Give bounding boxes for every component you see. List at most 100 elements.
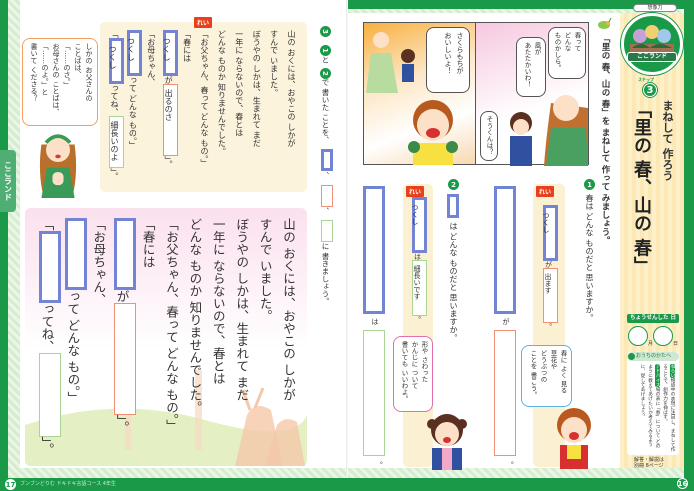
q2-subject-input[interactable] (363, 186, 385, 314)
bird-icon (598, 18, 612, 29)
particle: が (502, 318, 510, 326)
subject-input-box[interactable] (38, 230, 61, 303)
bubble-line: そうくんは？ (485, 116, 493, 155)
answers-note: 解答・解説は別冊 8ページ (634, 457, 664, 469)
boy-illustration (557, 408, 591, 469)
page-frame-right-green (684, 0, 694, 491)
bubble-line: どんな (563, 32, 571, 52)
description-input-box[interactable] (38, 352, 61, 437)
story-line: 「お父ちゃん、春って どんな もの。」 (199, 30, 209, 168)
manga-bubble-soukun: そうくんは？ (480, 111, 498, 161)
story-line: 山の おくには、おやこの しかが (281, 218, 296, 401)
goddess-illustration (39, 134, 77, 198)
parents-title-text: おうちのかたへ (636, 353, 672, 359)
story-line: 「春には (140, 218, 156, 268)
bubble-line: 書いて くださる？ (30, 43, 38, 102)
bubble-line: さくらもちが (456, 32, 464, 74)
aim-label: ねらい (670, 364, 675, 378)
bubble-line: あたたかいわ！ (523, 42, 531, 88)
page-frame-top-green (347, 0, 694, 9)
manga-bubble-kaze: 風があたたかいわ！ (516, 37, 546, 97)
subject-input-box[interactable] (64, 218, 87, 290)
emblem-label: ここランド (627, 52, 677, 62)
comma: 、 (321, 206, 330, 215)
q2-example-tag: れい (406, 186, 425, 197)
q1-predicate-input[interactable] (494, 330, 516, 456)
advice-text: 場の表に「春」について どのように教えてあげたいか考えてみるように、促してあげま… (640, 364, 660, 449)
story-line: 一年に ならないので、春とは (210, 218, 226, 385)
particle: は (371, 318, 379, 326)
period: 。 (511, 457, 518, 465)
bubble-line: おいしいよ！ (444, 32, 452, 74)
story-line: 「お父ちゃん、春って どんな もの。」 (163, 218, 179, 433)
q2-hint-bubble: 形や さわったかんじに ついて書いても いいわよ。 (393, 336, 433, 412)
story-line: 山の おくには、おやこの しかが (287, 30, 296, 148)
q1-subject-input[interactable] (494, 186, 516, 314)
subject-input-box[interactable] (114, 218, 137, 290)
story-line: 「お母ちゃん、 (146, 30, 156, 86)
main-instruction: 「里の 春、山の 春」を まねして 作って みましょう。 (598, 34, 612, 274)
particle: が (164, 76, 174, 84)
particle: は (413, 253, 422, 260)
house-icon (628, 353, 635, 360)
q2-subject-ref-box (447, 194, 459, 218)
tte-ne: ってね、 (39, 302, 55, 353)
month-input[interactable] (628, 326, 648, 346)
parents-text: ねらい物語中の表現に注目し、まねして作ることで、創作力を伸ばす。 アドバイス場の… (630, 364, 676, 452)
period: 。 (380, 457, 387, 465)
story-line: ぼうやの しかは、生まれて まだ (234, 218, 250, 401)
story-line: どんな ものか 知りませんでした。 (187, 218, 203, 414)
particle: が (544, 260, 553, 268)
q2-question: は どんな ものだと 思いますか。 (447, 222, 460, 352)
side-tab-label: ここランド (3, 161, 13, 201)
question-suffix: って どんな もの。」 (65, 290, 81, 405)
page-number-17: 17 (5, 479, 16, 490)
goddess-and-girl-illustration (366, 32, 415, 93)
step-number: 3 (643, 83, 657, 97)
example-predicate-box: 出るのさ (163, 84, 179, 156)
bubble-line: 「……のさ。」 (63, 43, 71, 89)
story-line: が」。 (110, 218, 137, 464)
bubble-line: しかの お父さんの (85, 43, 93, 102)
and-text: と (321, 56, 330, 64)
bubble-line: ことばは、 (74, 43, 82, 78)
aim-text: 物語中の表現に注目し、まねして作ることで、創作力を伸ばす。 (662, 364, 676, 452)
example-subject-box: つくし (126, 30, 143, 76)
story-line: 「お母ちゃん、 (91, 218, 107, 306)
boy-eating-illustration (408, 100, 458, 165)
q1-question: 春は どんな ものだと 思いますか。 (583, 194, 596, 344)
q1-example-subject: つくし (542, 204, 558, 261)
q2-predicate-input[interactable] (363, 330, 385, 456)
story-line: どんな ものか 知りませんでした。 (217, 30, 227, 156)
footer-series: ブンブンどりむ ドキドキ言語コース 4年生 (20, 481, 116, 487)
story-line: すんで いました。 (269, 30, 279, 97)
story-line: すんで いました。 (257, 218, 273, 322)
page-number-16: 16 (677, 478, 688, 489)
bubble-line: ものかしら。 (553, 32, 561, 71)
page-frame-bottom-green (0, 478, 694, 491)
story-line: 「ってね、」。 (35, 218, 61, 464)
bubble-line: どうぶつの (539, 350, 547, 383)
side-tab[interactable]: ここランド (0, 150, 16, 212)
question-suffix: って どんな もの。」 (128, 76, 138, 150)
manga-bubble-sakuramochi: さくらもちがおいしいよ！ (426, 27, 470, 93)
story-line: つくしって どんな もの。」 (124, 30, 143, 188)
parents-title: おうちのかたへ (627, 352, 679, 361)
day-input[interactable] (653, 326, 673, 346)
advice-label: アドバイス (655, 364, 660, 387)
q2-number: 2 (448, 179, 459, 190)
manga-panels: さくらもちがおいしいよ！ 春ってどんなものかしら。 風があたたかいわ！ そうくん… (363, 22, 589, 166)
step3-instruction: 31と2で 書いた ことを、、、に 書きましょう。 (313, 26, 335, 326)
hint-speech-bubble: しかの お父さんの ことばは、 「……のさ。」 お母さんの ことばは、 「……の… (22, 38, 98, 126)
gutter (346, 0, 348, 478)
predicate-input-box[interactable] (114, 302, 137, 415)
q1-answer: が 。 (494, 186, 518, 466)
page-title: 「里の 春、山の 春」 (631, 100, 652, 275)
manga-bubble-haru: 春ってどんなものかしら。 (548, 27, 586, 79)
q1-number: 1 (584, 179, 595, 190)
legend-blue-box (321, 149, 333, 172)
particle: が (114, 290, 130, 303)
bubble-line: 草花や (549, 350, 557, 370)
hill-and-deer-illustration (25, 370, 307, 466)
bubble-line: 書いても いいわよ。 (400, 341, 408, 402)
